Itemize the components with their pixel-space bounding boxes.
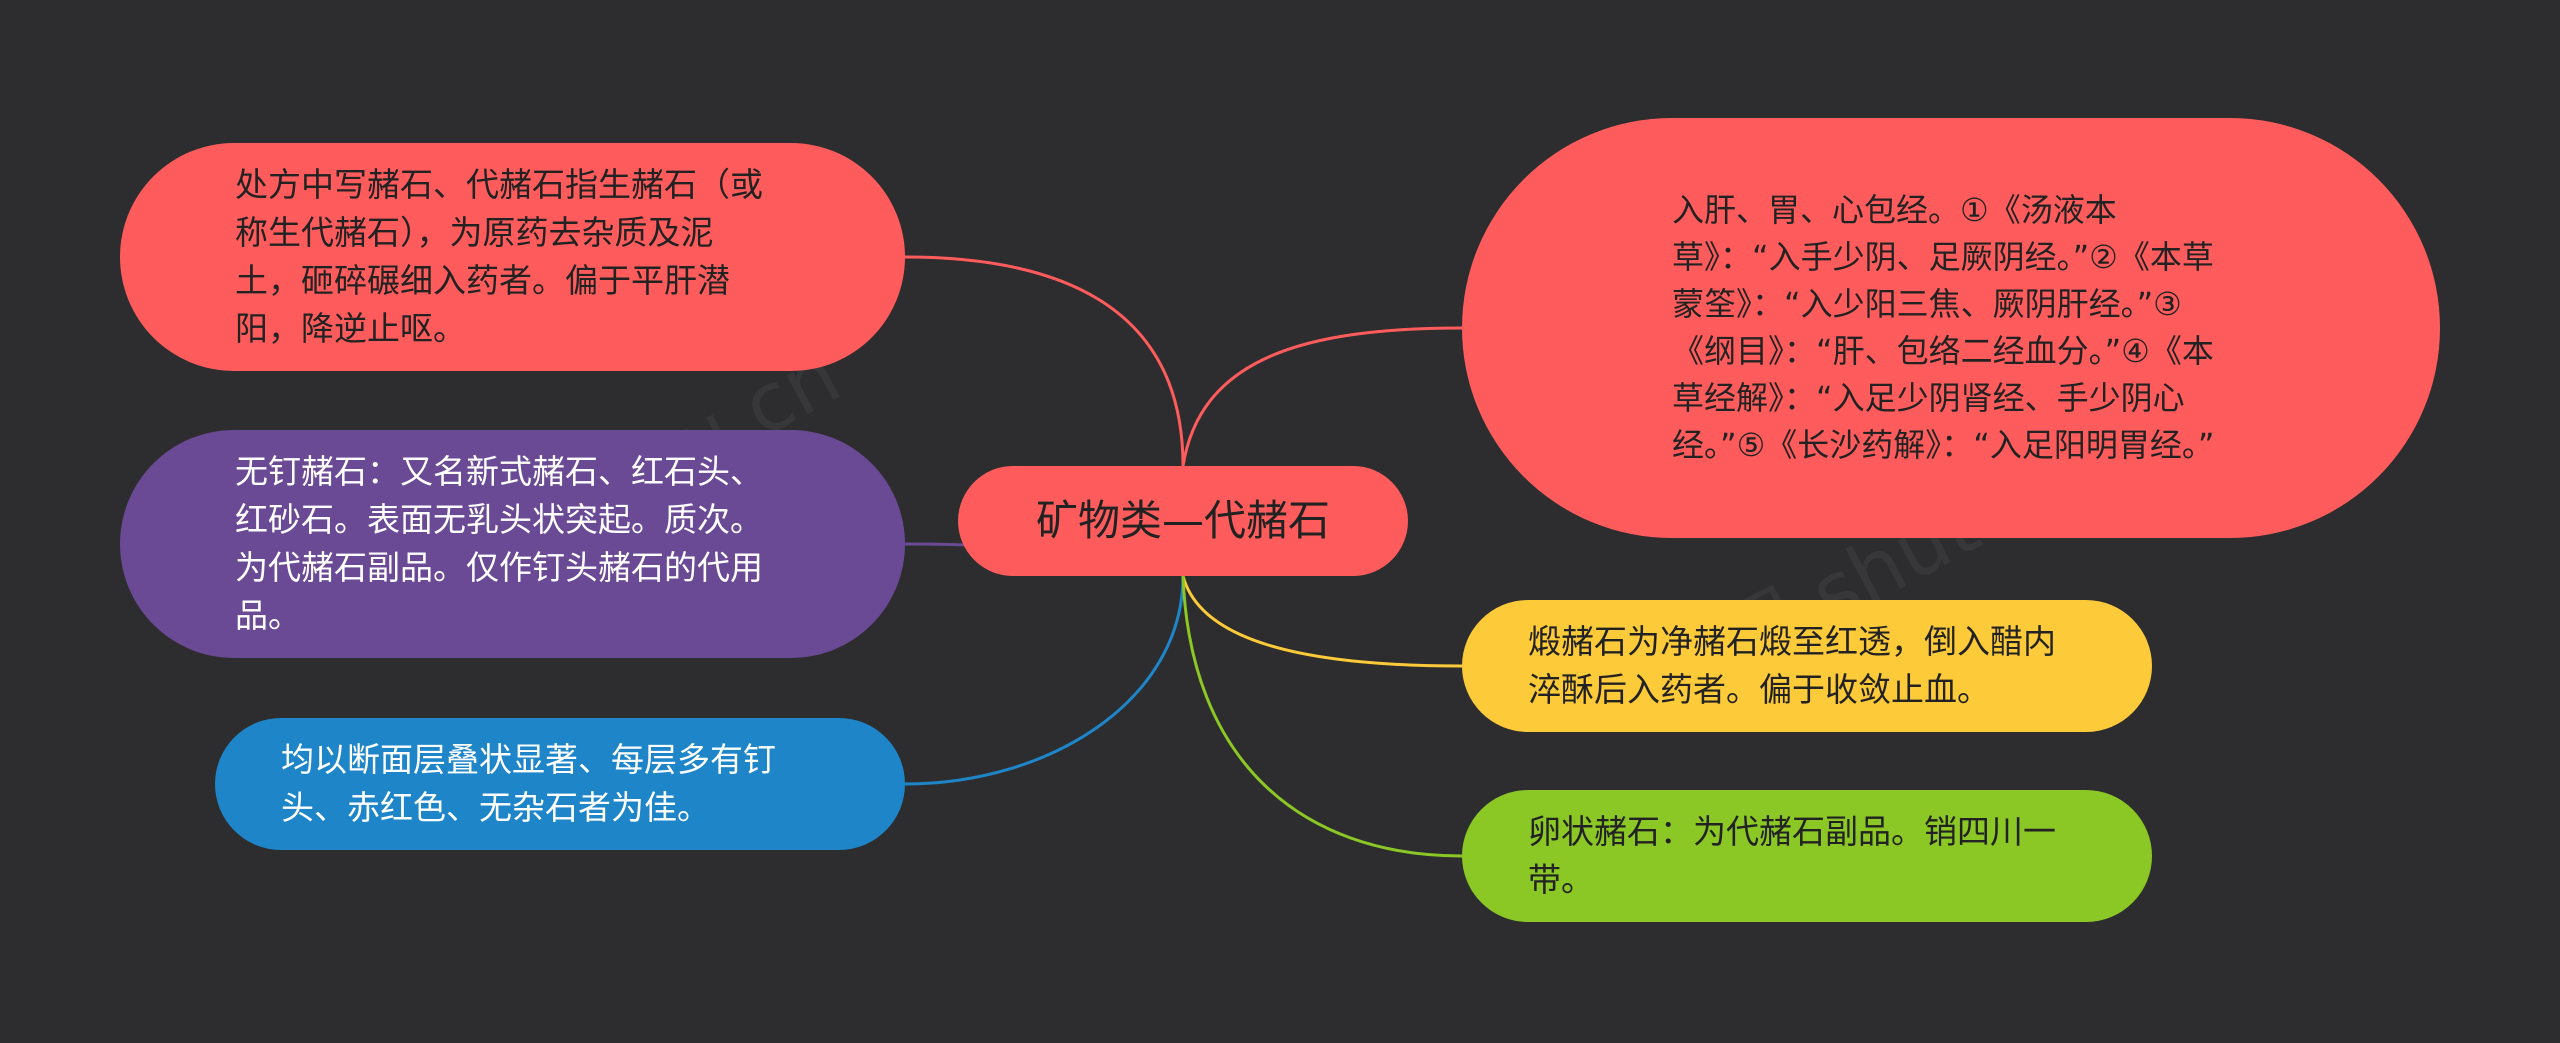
link-right-3	[1181, 575, 1463, 858]
branch-left-1[interactable]: 处方中写赭石、代赭石指生赭石（或称生代赭石），为原药去杂质及泥土，砸碎碾细入药者…	[120, 143, 905, 371]
branch-right-3-text: 卵状赭石：为代赭石副品。销四川一带。	[1528, 812, 2056, 899]
branch-right-1-text: 入肝、胃、心包经。①《汤液本草》：“入手少阴、足厥阴经。”②《本草蒙筌》：“入少…	[1672, 191, 2215, 464]
branch-right-3[interactable]: 卵状赭石：为代赭石副品。销四川一带。	[1462, 790, 2152, 922]
branch-right-2-text: 煅赭石为净赭石煅至红透，倒入醋内淬酥后入药者。偏于收敛止血。	[1528, 622, 2056, 709]
branch-left-3[interactable]: 均以断面层叠状显著、每层多有钉头、赤红色、无杂石者为佳。	[215, 718, 905, 850]
branch-right-2[interactable]: 煅赭石为净赭石煅至红透，倒入醋内淬酥后入药者。偏于收敛止血。	[1462, 600, 2152, 732]
center-topic[interactable]: 矿物类—代赭石	[958, 466, 1408, 576]
center-topic-label: 矿物类—代赭石	[1035, 496, 1330, 545]
link-right-2	[1181, 575, 1463, 668]
branch-right-1[interactable]: 入肝、胃、心包经。①《汤液本草》：“入手少阴、足厥阴经。”②《本草蒙筌》：“入少…	[1462, 118, 2440, 538]
link-left-1	[904, 255, 1185, 467]
branch-left-2-text: 无钉赭石：又名新式赭石、红石头、红砂石。表面无乳头状突起。质次。为代赭石副品。仅…	[235, 452, 763, 635]
link-left-3	[904, 575, 1185, 786]
branch-left-1-text: 处方中写赭石、代赭石指生赭石（或称生代赭石），为原药去杂质及泥土，砸碎碾细入药者…	[235, 165, 763, 348]
branch-left-3-text: 均以断面层叠状显著、每层多有钉头、赤红色、无杂石者为佳。	[281, 740, 776, 827]
branch-left-2[interactable]: 无钉赭石：又名新式赭石、红石头、红砂石。表面无乳头状突起。质次。为代赭石副品。仅…	[120, 430, 905, 658]
link-right-1	[1181, 326, 1463, 467]
